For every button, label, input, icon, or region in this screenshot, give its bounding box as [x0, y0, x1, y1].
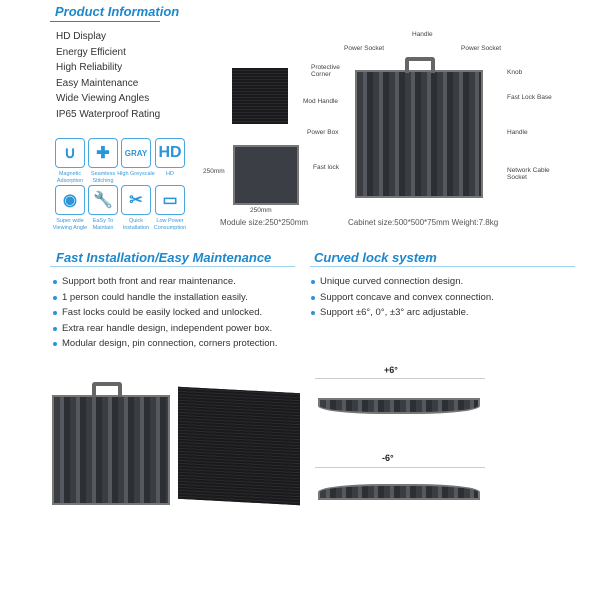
minus-angle-label: -6°	[382, 453, 394, 463]
feature-list: HD Display Energy Efficient High Reliabi…	[56, 29, 160, 123]
rear-handle	[92, 382, 122, 397]
product-info-title: Product Information	[55, 4, 180, 19]
icon-label: Magnetic Adsorption	[56, 171, 84, 184]
curved-list: Unique curved connection design. Support…	[310, 274, 494, 321]
eye-icon: ◉	[55, 185, 85, 215]
callout-network-cable-socket: Network Cable Socket	[507, 167, 550, 181]
icon-label: HD	[166, 171, 174, 177]
callout-mod-handle: Mod Handle	[303, 98, 339, 105]
callout-power-box: Power Box	[307, 129, 339, 136]
icon-label: Super wide Viewing Angle	[52, 218, 88, 231]
feature-item: Wide Viewing Angles	[56, 93, 150, 105]
callout-handle: Handle	[412, 31, 433, 38]
feature-item: High Reliability	[56, 62, 123, 74]
icon-label: EaSy To Maintain	[92, 218, 114, 231]
module-back-image	[233, 145, 299, 205]
feature-item: IP65 Waterproof Rating	[56, 108, 161, 120]
install-list: Support both front and rear maintenance.…	[52, 274, 277, 352]
hd-icon: HD	[155, 138, 185, 168]
convex-cabinets-image	[318, 398, 480, 414]
icon-label: Quick Installation	[122, 218, 150, 231]
callout-fast-lock: Fast lock	[313, 164, 340, 171]
curved-item: Support ±6°, 0°, ±3° arc adjustable.	[310, 305, 494, 321]
divider	[315, 467, 485, 468]
feature-item: Energy Efficient	[56, 46, 126, 58]
icon-label: Low Power Consumption	[153, 218, 187, 231]
magnet-icon: ∪	[55, 138, 85, 168]
plus-icon: ✚	[88, 138, 118, 168]
icon-label: Seamless Stitching	[90, 171, 116, 184]
callout-power-socket: Power Socket	[344, 45, 385, 52]
wrench-icon: 🔧	[88, 185, 118, 215]
module-front-image	[232, 68, 288, 124]
tools-icon: ✂	[121, 185, 151, 215]
install-item: Modular design, pin connection, corners …	[52, 336, 277, 352]
battery-icon: ▭	[155, 185, 185, 215]
callout-handle-right: Handle	[507, 129, 528, 136]
curved-title: Curved lock system	[314, 250, 437, 265]
curved-item: Support concave and convex connection.	[310, 290, 494, 306]
feature-item: Easy Maintenance	[56, 77, 139, 89]
cabinet-rear-photo	[52, 395, 170, 505]
install-item: Support both front and rear maintenance.	[52, 274, 277, 290]
install-item: Fast locks could be easily locked and un…	[52, 305, 277, 321]
gray-icon: GRAY	[121, 138, 151, 168]
feature-item: HD Display	[56, 31, 107, 42]
divider	[315, 378, 485, 379]
cabinet-size: Cabinet size:500*500*75mm Weight:7.8kg	[348, 218, 499, 227]
module-size: Module size:250*250mm	[220, 218, 309, 227]
cabinet-front-photo	[178, 386, 300, 506]
curved-item: Unique curved connection design.	[310, 274, 494, 290]
concave-cabinets-image	[318, 484, 480, 500]
install-item: 1 person could handle the installation e…	[52, 290, 277, 306]
install-title: Fast Installation/Easy Maintenance	[56, 250, 272, 265]
callout-knob: Knob	[507, 69, 523, 76]
cabinet-handle	[405, 57, 435, 73]
callout-power-socket: Power Socket	[461, 45, 502, 52]
icon-label: High Greyscale	[117, 171, 155, 177]
callout-fast-lock-base: Fast Lock Base	[507, 94, 552, 101]
install-item: Extra rear handle design, independent po…	[52, 321, 277, 337]
callout-protective-corner: Protective Corner	[311, 64, 340, 78]
plus-angle-label: +6°	[384, 365, 398, 375]
cabinet-back-image	[355, 70, 483, 198]
module-width-label: 250mm	[250, 207, 272, 214]
module-height-label: 250mm	[203, 168, 225, 175]
